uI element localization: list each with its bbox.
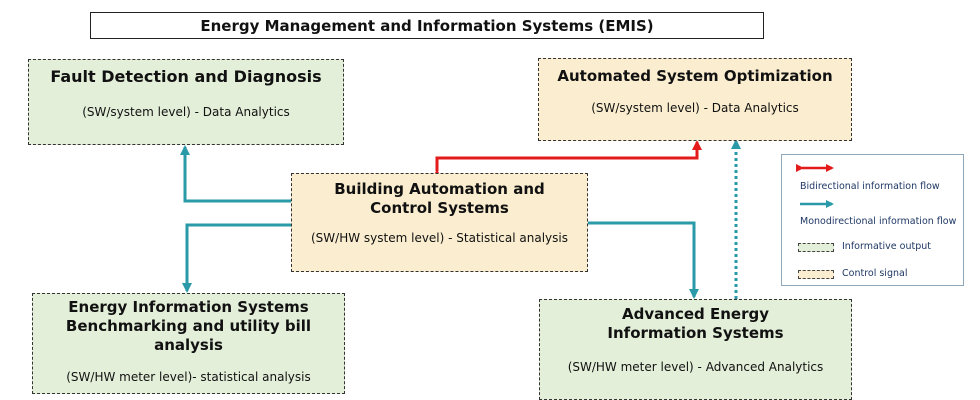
legend-informative-label: Informative output	[842, 241, 931, 252]
legend-monodirectional-label: Monodirectional information flow	[800, 216, 957, 227]
building-automation-sub: (SW/HW system level) - Statistical analy…	[311, 231, 568, 245]
automated-optimization-box: Automated System Optimization (SW/system…	[538, 58, 852, 141]
energy-information-sub: (SW/HW meter level)- statistical analysi…	[66, 370, 311, 384]
building-automation-box: Building Automation and Control Systems …	[291, 173, 588, 272]
advanced-energy-box: Advanced Energy Information Systems (SW/…	[539, 299, 852, 400]
energy-information-heading: Energy Information Systems Benchmarking …	[65, 298, 312, 354]
advanced-energy-sub: (SW/HW meter level) - Advanced Analytics	[567, 360, 824, 374]
arrow-bacs-to-fdd	[180, 145, 291, 203]
legend-arrows	[796, 164, 834, 208]
building-automation-heading: Building Automation and Control Systems	[334, 180, 545, 217]
automated-optimization-heading: Automated System Optimization	[557, 67, 833, 85]
legend-informative-swatch	[798, 243, 834, 252]
energy-information-box: Energy Information Systems Benchmarking …	[32, 293, 345, 394]
fault-detection-sub: (SW/system level) - Data Analytics	[82, 105, 290, 119]
legend-bidirectional-label: Bidirectional information flow	[800, 181, 940, 192]
fault-detection-box: Fault Detection and Diagnosis (SW/system…	[28, 59, 344, 145]
legend: Bidirectional information flow Monodirec…	[781, 154, 964, 286]
diagram-title: Energy Management and Information System…	[90, 12, 764, 39]
advanced-energy-heading: Advanced Energy Information Systems	[607, 305, 784, 342]
legend-control-swatch	[798, 270, 834, 279]
arrow-bacs-aso-bidirectional	[432, 140, 702, 179]
arrow-bacs-to-eis	[182, 223, 291, 293]
arrow-bacs-to-aeis	[588, 221, 699, 299]
legend-control-label: Control signal	[842, 268, 908, 279]
automated-optimization-sub: (SW/system level) - Data Analytics	[591, 101, 799, 115]
fault-detection-heading: Fault Detection and Diagnosis	[50, 67, 322, 86]
